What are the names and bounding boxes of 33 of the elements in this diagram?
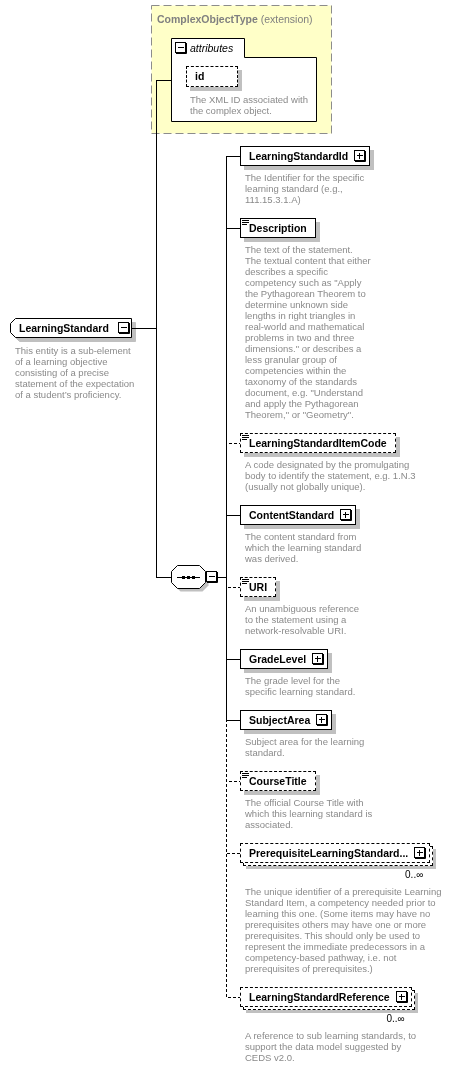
description-text: The XML ID associated with the complex object. bbox=[190, 94, 309, 116]
description-text: An unambiguous reference to the statement using a network-resolvable URI. bbox=[245, 603, 361, 636]
connector-line bbox=[131, 327, 172, 578]
description-text: The text of the statement. The textual content that either describes a specific competency such as "Apply the Pythagorean Theorem to determine unknown side lengths in right triangles in real-world and mathematical problems in two and three dimensions." or describes a less granular group of competencies within the taxonomy of the standards document, e.g. "Understand and apply the Pythagorean Theorem," or "Geometry". bbox=[245, 244, 371, 420]
description-text: The grade level for the specific learning standard. bbox=[245, 675, 357, 697]
element-name: SubjectArea bbox=[249, 714, 311, 726]
element-name: Description bbox=[249, 222, 307, 234]
description-text: The official Course Title with which this learning standard is associated. bbox=[245, 797, 373, 830]
complex-type-box bbox=[151, 5, 332, 134]
description-text: The content standard from which the learning standard was derived. bbox=[245, 531, 363, 564]
description-text: The unique identifier of a prerequisite Learning Standard Item, a competency needed prior to learning this one. (Some items may have no prerequisites others may have one or more prerequisites. This should only be used to represent the immediate predecessors in a competency-based pathway, i.e. not prerequisites of prerequisites.) bbox=[245, 886, 443, 974]
multiplicity-label: 0..∞ bbox=[405, 869, 424, 880]
element-name: CourseTitle bbox=[249, 775, 307, 787]
element-name: URI bbox=[249, 581, 268, 593]
description-text: The Identifier for the specific learning standard (e.g., 111.15.3.1.A) bbox=[245, 172, 366, 205]
element-name: GradeLevel bbox=[249, 653, 307, 665]
element-name: PrerequisiteLearningStandard... bbox=[249, 847, 409, 859]
multiplicity-label: 0..∞ bbox=[386, 1013, 405, 1024]
attribute-name: id bbox=[195, 71, 205, 82]
element-name: LearningStandardId bbox=[249, 150, 349, 162]
element-box bbox=[240, 987, 415, 1010]
element-box bbox=[240, 843, 434, 866]
element-name: LearningStandardReference bbox=[249, 991, 390, 1003]
root-element-box bbox=[10, 318, 132, 338]
description-text: A code designated by the promulgating body to identify the statement, e.g. 1.N.3 (usually not globally unique). bbox=[245, 459, 417, 492]
element-name: LearningStandard bbox=[19, 322, 109, 334]
description-text: A reference to sub learning standards, to support the data model suggested by CEDS v2.0. bbox=[245, 1030, 418, 1063]
element-name: ContentStandard bbox=[249, 509, 335, 521]
element-name: LearningStandardItemCode bbox=[249, 437, 387, 449]
description-text: Subject area for the learning standard. bbox=[245, 736, 366, 758]
description-text: This entity is a sub-element of a learning objective consisting of a precise statement of the expectation of a student’s proficiency. bbox=[15, 345, 136, 400]
type-title: ComplexObjectType (extension) bbox=[157, 13, 313, 25]
group-label: attributes bbox=[190, 42, 234, 54]
